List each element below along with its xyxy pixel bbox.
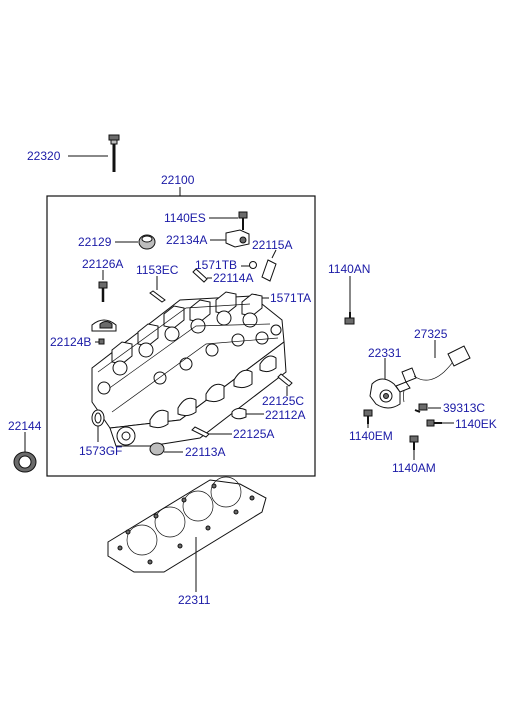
label-22331[interactable]: 22331 xyxy=(368,346,402,360)
cylinder-head-group-frame xyxy=(46,195,316,477)
label-22311[interactable]: 22311 xyxy=(178,593,211,607)
label-22320[interactable]: 22320 xyxy=(27,149,61,163)
part-1140AN-bolt[interactable] xyxy=(344,276,355,325)
part-27325-connector[interactable] xyxy=(401,340,471,403)
label-22126A[interactable]: 22126A xyxy=(82,257,123,271)
label-1140EK[interactable]: 1140EK xyxy=(455,417,497,431)
part-22125A-seal[interactable] xyxy=(191,426,232,438)
part-1140EM-bolt[interactable] xyxy=(363,409,373,428)
part-39313C-screw[interactable] xyxy=(414,403,441,413)
part-22311-head-gasket[interactable] xyxy=(107,476,267,592)
part-22320-head-bolt[interactable] xyxy=(68,134,120,172)
part-22331-cam-sensor[interactable] xyxy=(369,358,411,409)
label-27325[interactable]: 27325 xyxy=(414,327,448,341)
label-22100[interactable]: 22100 xyxy=(161,173,195,187)
part-22125C-seal[interactable] xyxy=(277,373,293,396)
label-1140ES[interactable]: 1140ES xyxy=(164,211,206,225)
part-22129-plug[interactable] xyxy=(115,234,156,250)
part-22134A-bracket[interactable] xyxy=(210,229,250,248)
part-1573GF-plug[interactable] xyxy=(91,409,105,442)
label-1573GF[interactable]: 1573GF xyxy=(79,444,122,458)
label-22134A[interactable]: 22134A xyxy=(166,233,207,247)
label-22129[interactable]: 22129 xyxy=(78,235,112,249)
label-22124B[interactable]: 22124B xyxy=(50,335,91,349)
part-1571TB-plug[interactable] xyxy=(241,261,257,269)
label-22113A[interactable]: 22113A xyxy=(185,445,225,459)
label-1140EM[interactable]: 1140EM xyxy=(349,429,393,443)
label-22115A[interactable]: 22115A xyxy=(252,238,292,252)
label-22125A[interactable]: 22125A xyxy=(233,427,274,441)
label-1140AN[interactable]: 1140AN xyxy=(328,262,370,276)
part-1153EC-dowel[interactable] xyxy=(149,276,166,303)
label-1571TA[interactable]: 1571TA xyxy=(270,291,311,305)
label-1153EC[interactable]: 1153EC xyxy=(136,263,179,277)
part-22112A-guide[interactable] xyxy=(231,407,264,420)
label-22112A[interactable]: 22112A xyxy=(265,408,305,422)
label-1140AM[interactable]: 1140AM xyxy=(392,461,436,475)
part-22144-seal-ring[interactable] xyxy=(13,432,37,473)
label-22125C[interactable]: 22125C xyxy=(262,394,304,408)
part-1140EK-bolt[interactable] xyxy=(426,419,454,427)
label-1571TB[interactable]: 1571TB xyxy=(195,258,237,272)
part-22115A-pin[interactable] xyxy=(261,249,277,282)
part-1140AM-bolt[interactable] xyxy=(409,435,419,460)
part-22114A-pin[interactable] xyxy=(192,268,212,283)
part-22126A-bolt[interactable] xyxy=(98,270,108,302)
part-1140ES-bolt[interactable] xyxy=(209,211,248,230)
label-22114A[interactable]: 22114A xyxy=(213,271,253,285)
label-22144[interactable]: 22144 xyxy=(8,419,42,433)
part-22124B-cap[interactable] xyxy=(91,319,117,345)
part-22113A-plug[interactable] xyxy=(149,442,183,456)
label-39313C[interactable]: 39313C xyxy=(443,401,485,415)
part-22100-cylinder-head[interactable] xyxy=(91,291,287,447)
